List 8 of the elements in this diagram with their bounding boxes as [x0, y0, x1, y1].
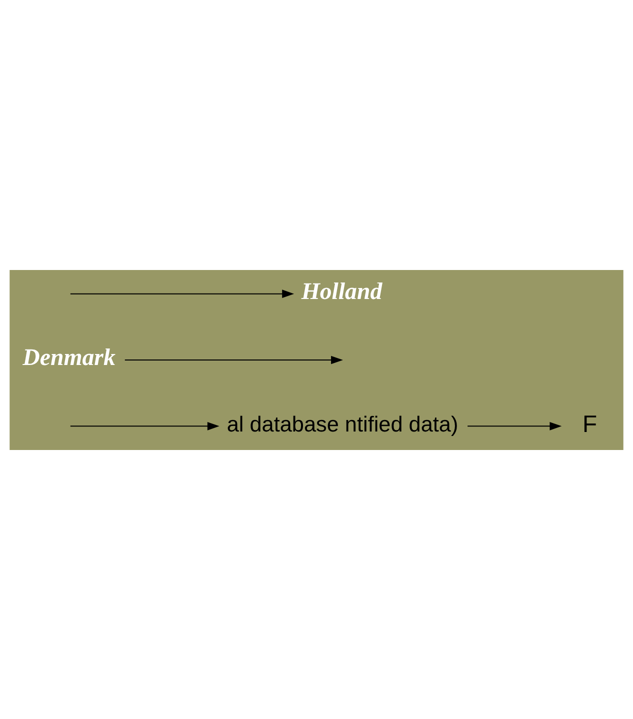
node-text: Denmark: [22, 344, 116, 370]
node-text: al database ntified data): [226, 411, 458, 436]
arrow: [468, 421, 562, 430]
arrow: [70, 289, 294, 298]
node-text: F: [582, 410, 598, 438]
arrow: [70, 421, 220, 430]
node-text: Holland: [301, 278, 382, 304]
arrow: [124, 355, 343, 364]
